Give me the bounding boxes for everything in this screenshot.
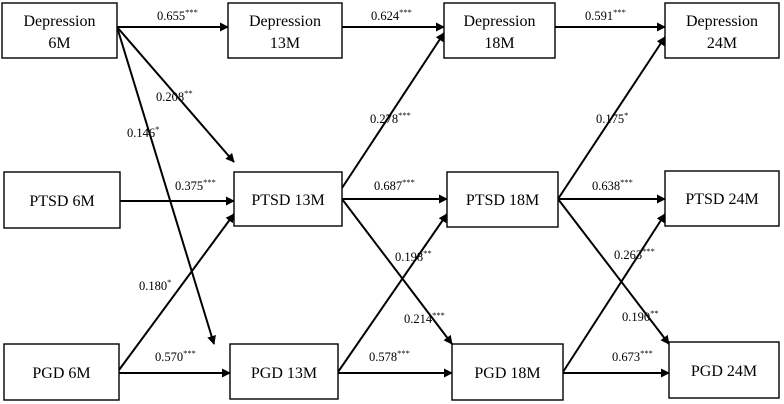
coef-significance: *** bbox=[642, 246, 655, 256]
coef-ptsd18-ptsd24: 0.638*** bbox=[592, 177, 633, 193]
coef-dep6-ptsd13: 0.208** bbox=[156, 88, 193, 104]
path-ptsd13-pgd18 bbox=[341, 198, 453, 345]
coef-value: 0.180 bbox=[139, 279, 167, 293]
node-ptsd-13m: PTSD 13M bbox=[233, 171, 343, 227]
coef-value: 0.655 bbox=[157, 9, 185, 23]
node-ptsd-6m: PTSD 6M bbox=[3, 171, 121, 229]
coef-significance: *** bbox=[203, 177, 216, 187]
coef-value: 0.570 bbox=[155, 350, 183, 364]
edges bbox=[116, 22, 670, 378]
coef-significance: *** bbox=[640, 348, 653, 358]
coef-value: 0.278 bbox=[370, 112, 398, 126]
coef-value: 0.687 bbox=[374, 179, 402, 193]
node-pgd-6m: PGD 6M bbox=[3, 343, 120, 401]
coef-significance: *** bbox=[402, 177, 415, 187]
coef-dep13-dep18: 0.624*** bbox=[371, 7, 412, 23]
node-label-line-2: 24M bbox=[707, 35, 737, 52]
coef-ptsd18-dep24: 0.175* bbox=[596, 110, 628, 126]
node-depression-6m: Depression 6M bbox=[1, 2, 118, 59]
path-pgd13-ptsd18 bbox=[337, 213, 448, 373]
coef-significance: * bbox=[155, 124, 159, 134]
coef-value: 0.673 bbox=[612, 350, 640, 364]
coef-significance: * bbox=[167, 277, 171, 287]
coef-ptsd13-dep18: 0.278*** bbox=[370, 110, 411, 126]
coef-value: 0.214 bbox=[404, 312, 433, 326]
coef-value: 0.263 bbox=[614, 248, 642, 262]
path-ptsd18-dep24 bbox=[557, 36, 666, 200]
coef-pgd13-ptsd18: 0.198** bbox=[395, 248, 432, 264]
coef-dep6-pgd13: 0.146* bbox=[127, 124, 159, 140]
coef-value: 0.198 bbox=[395, 250, 423, 264]
path-pgd6-ptsd13 bbox=[118, 213, 235, 371]
node-label-line-2: 13M bbox=[270, 35, 300, 52]
coef-value: 0.175 bbox=[596, 112, 624, 126]
coef-significance: *** bbox=[620, 177, 633, 187]
coef-significance: *** bbox=[398, 110, 411, 120]
coefficients: 0.655*** 0.624*** 0.591*** 0.208** 0.146… bbox=[127, 7, 659, 364]
coef-significance: *** bbox=[397, 348, 410, 358]
node-depression-18m: Depression 18M bbox=[443, 2, 556, 59]
coef-value: 0.146 bbox=[127, 126, 155, 140]
coef-pgd18-ptsd24: 0.263*** bbox=[614, 246, 655, 262]
coef-significance: *** bbox=[399, 7, 412, 17]
coef-ptsd18-pgd24: 0.190** bbox=[622, 308, 659, 324]
node-label: PTSD 13M bbox=[251, 192, 324, 209]
node-label: PTSD 6M bbox=[29, 193, 94, 210]
coef-pgd6-pgd13: 0.570*** bbox=[155, 348, 196, 364]
path-dep6-pgd13 bbox=[116, 26, 216, 345]
coef-value: 0.624 bbox=[371, 9, 400, 23]
node-pgd-13m: PGD 13M bbox=[229, 343, 339, 400]
coef-significance: ** bbox=[423, 248, 432, 258]
coef-pgd6-ptsd13: 0.180* bbox=[139, 277, 171, 293]
coef-pgd18-pgd24: 0.673*** bbox=[612, 348, 653, 364]
path-pgd18-ptsd24 bbox=[562, 213, 666, 373]
node-label: PGD 18M bbox=[474, 365, 540, 382]
coef-significance: ** bbox=[650, 308, 659, 318]
coef-ptsd13-ptsd18: 0.687*** bbox=[374, 177, 415, 193]
coef-significance: ** bbox=[184, 88, 193, 98]
path-dep6-ptsd13 bbox=[116, 26, 235, 163]
coef-significance: *** bbox=[613, 7, 626, 17]
coef-pgd13-pgd18: 0.578*** bbox=[369, 348, 410, 364]
node-label: PGD 6M bbox=[32, 365, 90, 382]
coef-significance: *** bbox=[185, 7, 198, 17]
node-label: PTSD 18M bbox=[466, 192, 539, 209]
coef-significance: *** bbox=[432, 310, 445, 320]
node-depression-13m: Depression 13M bbox=[227, 2, 343, 59]
node-depression-24m: Depression 24M bbox=[664, 2, 780, 59]
coef-value: 0.591 bbox=[585, 9, 613, 23]
coef-value: 0.190 bbox=[622, 310, 650, 324]
node-label: PGD 13M bbox=[251, 365, 317, 382]
coef-significance: * bbox=[624, 110, 628, 120]
coef-value: 0.578 bbox=[369, 350, 397, 364]
node-label-line-1: Depression bbox=[464, 13, 536, 30]
coef-value: 0.375 bbox=[175, 179, 203, 193]
node-label-line-1: Depression bbox=[24, 13, 96, 30]
node-ptsd-24m: PTSD 24M bbox=[664, 170, 780, 227]
node-pgd-24m: PGD 24M bbox=[668, 341, 780, 399]
path-ptsd13-dep18 bbox=[341, 32, 445, 189]
coef-ptsd6-ptsd13: 0.375*** bbox=[175, 177, 216, 193]
node-label: PGD 24M bbox=[691, 363, 757, 380]
coef-dep18-dep24: 0.591*** bbox=[585, 7, 626, 23]
node-label-line-1: Depression bbox=[686, 13, 758, 30]
coef-significance: *** bbox=[183, 348, 196, 358]
node-ptsd-18m: PTSD 18M bbox=[446, 171, 559, 228]
coef-dep6-dep13: 0.655*** bbox=[157, 7, 198, 23]
node-label: PTSD 24M bbox=[685, 191, 758, 208]
coef-ptsd13-pgd18: 0.214*** bbox=[404, 310, 445, 326]
node-label-line-2: 18M bbox=[484, 35, 514, 52]
coef-value: 0.638 bbox=[592, 179, 620, 193]
coef-value: 0.208 bbox=[156, 90, 184, 104]
node-label-line-1: Depression bbox=[249, 13, 321, 30]
node-label-line-2: 6M bbox=[48, 35, 70, 52]
path-ptsd18-pgd24 bbox=[557, 198, 670, 345]
node-pgd-18m: PGD 18M bbox=[451, 343, 564, 401]
